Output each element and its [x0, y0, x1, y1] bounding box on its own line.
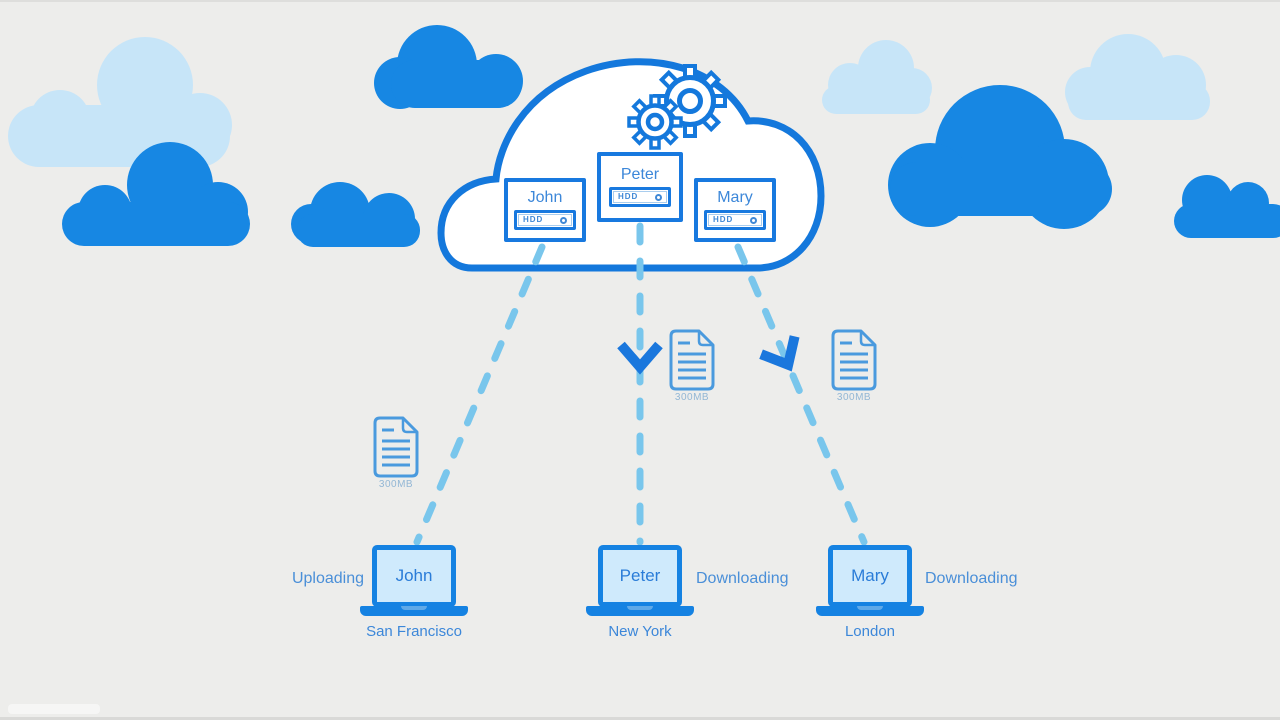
- file-size-label: 300MB: [378, 479, 414, 490]
- background-cloud-dark-top-center: [374, 25, 523, 109]
- hdd-drive: HDD: [704, 210, 766, 230]
- hdd-drive: HDD: [609, 187, 671, 207]
- server-name-label: Peter: [620, 166, 660, 183]
- bottom-left-highlight: [8, 704, 100, 714]
- laptop-peter: Peter: [598, 545, 682, 607]
- laptop-name-label: John: [395, 566, 433, 585]
- hdd-label: HDD: [618, 192, 639, 201]
- bottom-edge-shade: [0, 717, 1280, 720]
- laptop-mary: Mary: [828, 545, 912, 607]
- background-cloud-light-top-left: [8, 37, 232, 167]
- background-cloud-light-right-small: [822, 40, 932, 114]
- download-arrow-icon-mary: [759, 335, 800, 372]
- top-edge-shade: [0, 0, 1280, 2]
- laptop-base: [586, 606, 694, 616]
- status-label-downloading: Downloading: [925, 570, 1018, 587]
- background-cloud-dark-right-big: [888, 85, 1112, 229]
- background-cloud-dark-far-right: [1174, 175, 1280, 238]
- hdd-label: HDD: [523, 215, 544, 224]
- hdd-label: HDD: [713, 215, 734, 224]
- server-name-label: Mary: [717, 189, 753, 206]
- hdd-indicator-icon: [655, 193, 662, 201]
- document-icon-peter: [669, 329, 715, 391]
- server-name-label: John: [527, 189, 563, 206]
- background-cloud-light-top-right: [1065, 34, 1210, 120]
- connection-line-mary: [734, 243, 868, 546]
- city-label: London: [844, 623, 896, 640]
- background-cloud-dark-left: [62, 142, 250, 246]
- status-label-uploading: Uploading: [291, 570, 364, 587]
- file-size-label: 300MB: [674, 392, 710, 403]
- laptop-name-label: Mary: [851, 566, 889, 585]
- background-cloud-dark-mid-left: [291, 182, 420, 247]
- server-box-mary: Mary HDD: [694, 178, 776, 242]
- download-arrow-icon-peter: [617, 341, 663, 375]
- document-icon-mary: [831, 329, 877, 391]
- status-label-downloading: Downloading: [696, 570, 789, 587]
- laptop-base: [360, 606, 468, 616]
- document-icon-john: [373, 416, 419, 478]
- city-label: New York: [608, 623, 672, 640]
- hdd-indicator-icon: [560, 216, 567, 224]
- file-size-label: 300MB: [836, 392, 872, 403]
- hdd-indicator-icon: [750, 216, 757, 224]
- hdd-drive: HDD: [514, 210, 576, 230]
- server-box-john: John HDD: [504, 178, 586, 242]
- gears-icon: [627, 64, 727, 150]
- city-label: San Francisco: [366, 623, 462, 640]
- laptop-name-label: Peter: [619, 566, 661, 585]
- server-box-peter: Peter HDD: [597, 152, 683, 222]
- laptop-base: [816, 606, 924, 616]
- connection-line-john: [413, 243, 546, 546]
- laptop-john: John: [372, 545, 456, 607]
